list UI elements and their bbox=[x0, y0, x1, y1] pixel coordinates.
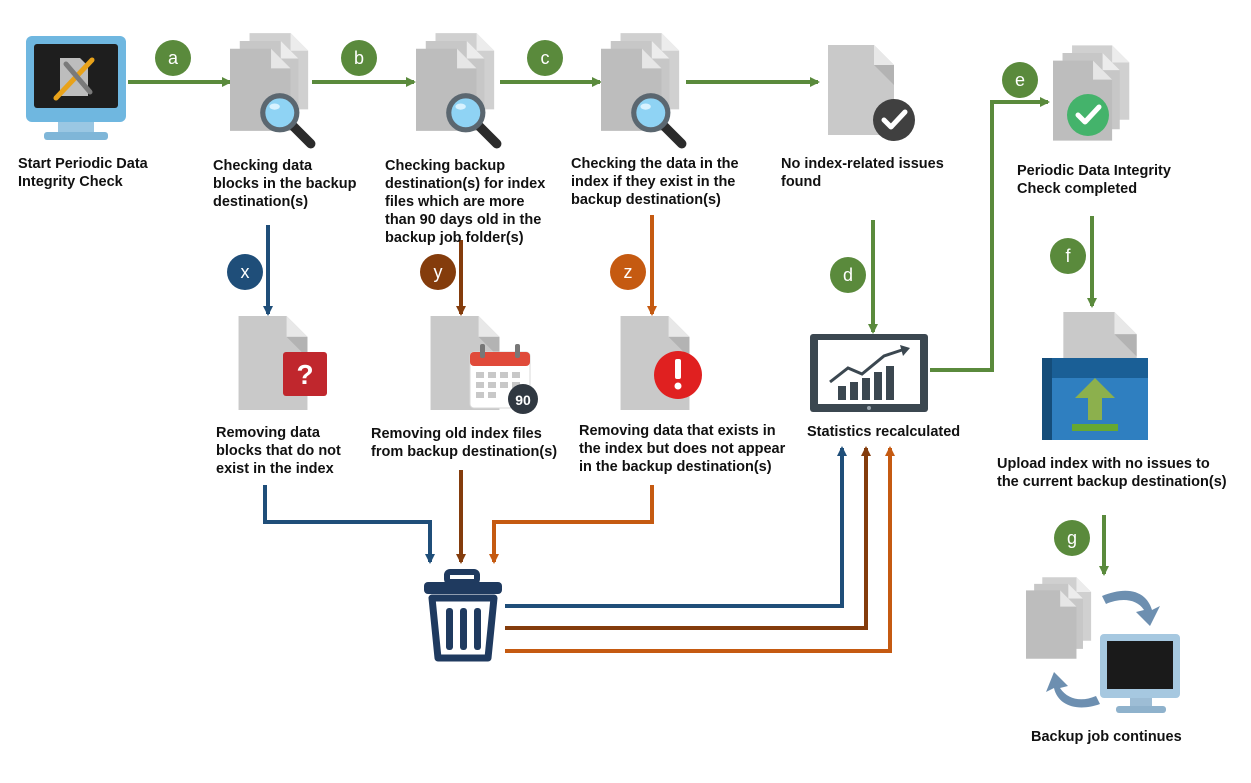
label-stats: Statistics recalculated bbox=[807, 424, 961, 440]
arrow-trash-to-stats-brown bbox=[505, 446, 871, 630]
svg-text:d: d bbox=[843, 265, 853, 285]
badge-z: z bbox=[610, 254, 646, 290]
label-continue: Backup job continues bbox=[1031, 729, 1182, 745]
document-calendar-icon: 90 bbox=[430, 316, 538, 414]
arrow-missing-to-trash bbox=[489, 485, 654, 564]
label-upload: Upload index with no issues to the curre… bbox=[997, 456, 1227, 490]
badge-a: a bbox=[155, 40, 191, 76]
label-check-index-exist: Checking the data in the index if they e… bbox=[571, 156, 739, 208]
svg-text:f: f bbox=[1065, 246, 1071, 266]
badge-e: e bbox=[1002, 62, 1038, 98]
label-remove-blocks: Removing data blocks that do not exist i… bbox=[216, 425, 341, 477]
connectors bbox=[128, 77, 1109, 653]
label-remove-missing: Removing data that exists in the index b… bbox=[579, 423, 786, 475]
documents-monitor-cycle-icon bbox=[1026, 577, 1180, 713]
trash-can-icon bbox=[424, 569, 502, 662]
badge-y: y bbox=[420, 254, 456, 290]
label-no-issues: No index-related issues found bbox=[781, 156, 944, 190]
svg-text:?: ? bbox=[296, 359, 313, 390]
label-completed: Periodic Data Integrity Check completed bbox=[1017, 163, 1171, 197]
badge-g: g bbox=[1054, 520, 1090, 556]
label-check-blocks: Checking data blocks in the backup desti… bbox=[213, 158, 357, 210]
label-remove-old-index: Removing old index files from backup des… bbox=[371, 426, 558, 460]
monitor-tools-icon bbox=[26, 36, 126, 140]
document-exclamation-icon bbox=[620, 316, 702, 410]
arrow-blocks-to-trash bbox=[263, 485, 435, 564]
svg-text:c: c bbox=[541, 48, 550, 68]
arrow-trash-to-stats-navy bbox=[505, 446, 847, 608]
svg-text:a: a bbox=[168, 48, 179, 68]
arrow-trash-to-stats-orange bbox=[505, 446, 895, 653]
svg-text:x: x bbox=[241, 262, 250, 282]
documents-magnifier-icon bbox=[230, 33, 311, 144]
badge-x: x bbox=[227, 254, 263, 290]
label-start: Start Periodic Data Integrity Check bbox=[18, 156, 148, 190]
svg-text:e: e bbox=[1015, 70, 1025, 90]
label-check-index-age: Checking backup destination(s) for index… bbox=[385, 158, 546, 246]
badge-c: c bbox=[527, 40, 563, 76]
documents-magnifier-icon bbox=[601, 33, 682, 144]
documents-magnifier-icon bbox=[416, 33, 497, 144]
document-upload-icon bbox=[1042, 312, 1148, 440]
badge-b: b bbox=[341, 40, 377, 76]
document-question-icon: ? bbox=[238, 316, 327, 410]
svg-text:g: g bbox=[1067, 528, 1077, 548]
documents-checkmark-icon bbox=[1053, 45, 1130, 141]
svg-text:90: 90 bbox=[515, 392, 531, 408]
arrow-e bbox=[930, 97, 1050, 372]
svg-text:y: y bbox=[434, 262, 443, 282]
svg-text:z: z bbox=[624, 262, 633, 282]
monitor-chart-icon bbox=[810, 334, 928, 412]
document-checkmark-icon bbox=[828, 45, 915, 141]
badge-d: d bbox=[830, 257, 866, 293]
badge-f: f bbox=[1050, 238, 1086, 274]
svg-text:b: b bbox=[354, 48, 364, 68]
badges: a b c d e f g x y z bbox=[155, 40, 1090, 556]
